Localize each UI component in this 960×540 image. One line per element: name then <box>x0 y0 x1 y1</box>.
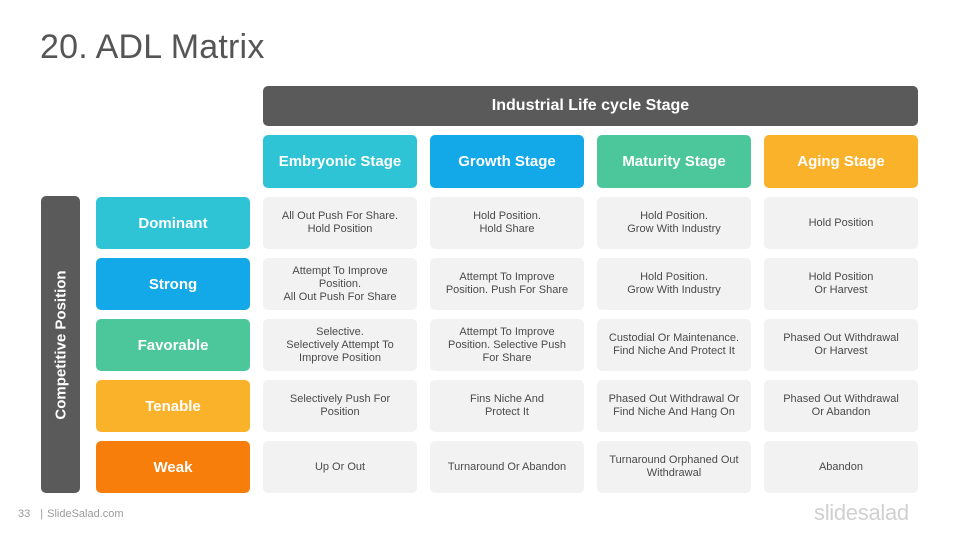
matrix-cell: Attempt To Improve Position. All Out Pus… <box>263 258 417 310</box>
matrix-cell: Turnaround Orphaned Out Withdrawal <box>597 441 751 493</box>
footer-site: SlideSalad.com <box>47 508 124 520</box>
page-title: 20. ADL Matrix <box>40 28 265 66</box>
position-favorable: Favorable <box>96 319 250 371</box>
industrial-life-cycle-header: Industrial Life cycle Stage <box>263 86 918 126</box>
matrix-cell: Hold Position Or Harvest <box>764 258 918 310</box>
competitive-position-label: Competitive Position <box>52 269 69 420</box>
matrix-cell: Turnaround Or Abandon <box>430 441 584 493</box>
stage-header-growth: Growth Stage <box>430 135 584 188</box>
stage-header-maturity: Maturity Stage <box>597 135 751 188</box>
matrix-cell: Up Or Out <box>263 441 417 493</box>
matrix-cell: Hold Position. Grow With Industry <box>597 258 751 310</box>
matrix-cell: Attempt To Improve Position. Push For Sh… <box>430 258 584 310</box>
matrix-cell: All Out Push For Share. Hold Position <box>263 197 417 249</box>
matrix-cell: Phased Out Withdrawal Or Abandon <box>764 380 918 432</box>
stage-header-embryonic: Embryonic Stage <box>263 135 417 188</box>
matrix-cell: Hold Position. Grow With Industry <box>597 197 751 249</box>
matrix-cell: Fins Niche And Protect It <box>430 380 584 432</box>
matrix-cell: Custodial Or Maintenance. Find Niche And… <box>597 319 751 371</box>
matrix-cell: Phased Out Withdrawal Or Harvest <box>764 319 918 371</box>
slidesalad-logo: slidesalad <box>814 500 909 525</box>
matrix-cell: Hold Position <box>764 197 918 249</box>
matrix-cell: Selectively Push For Position <box>263 380 417 432</box>
footer: 33|SlideSalad.com <box>18 508 124 520</box>
page-number: 33 <box>18 508 31 520</box>
position-dominant: Dominant <box>96 197 250 249</box>
matrix-cell: Hold Position. Hold Share <box>430 197 584 249</box>
matrix-cell: Selective. Selectively Attempt To Improv… <box>263 319 417 371</box>
matrix-cell: Phased Out Withdrawal Or Find Niche And … <box>597 380 751 432</box>
position-weak: Weak <box>96 441 250 493</box>
matrix-cell: Abandon <box>764 441 918 493</box>
position-strong: Strong <box>96 258 250 310</box>
stage-header-aging: Aging Stage <box>764 135 918 188</box>
matrix-cell: Attempt To Improve Position. Selective P… <box>430 319 584 371</box>
position-tenable: Tenable <box>96 380 250 432</box>
competitive-position-header: Competitive Position <box>41 196 80 493</box>
